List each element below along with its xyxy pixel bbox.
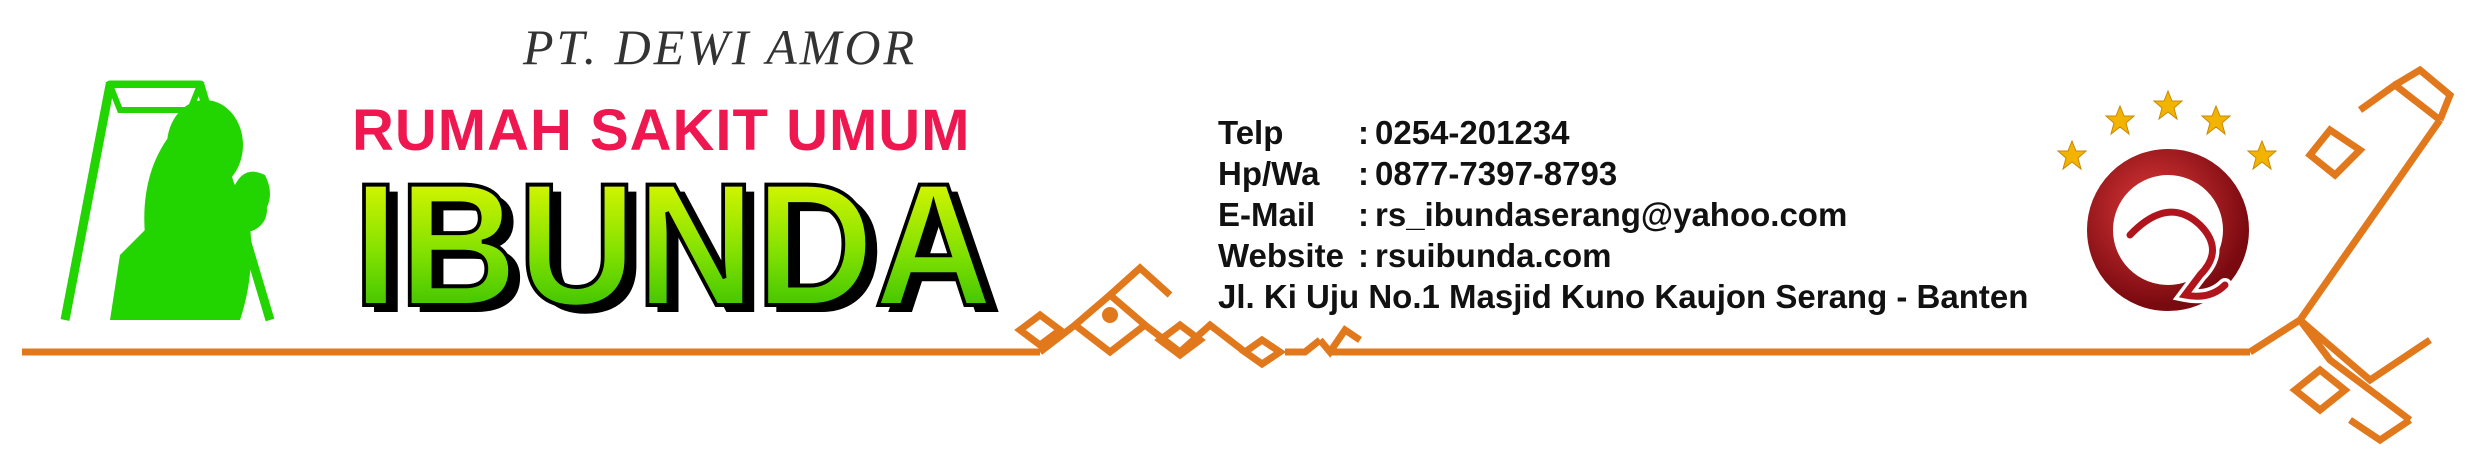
contact-label: E-Mail [1218, 196, 1316, 233]
contact-separator: : [1358, 114, 1369, 151]
contact-value: 0254-201234 [1375, 114, 1570, 151]
company-name: PT. DEWI AMOR [522, 19, 918, 75]
contact-separator: : [1358, 237, 1369, 274]
star-q-s-logo-icon [2057, 90, 2277, 311]
contact-label: Website [1218, 237, 1344, 274]
contact-separator: : [1358, 196, 1369, 233]
hospital-name-text: IBUNDA [353, 150, 993, 330]
contact-value: 0877-7397-8793 [1375, 155, 1618, 192]
hospital-type: RUMAH SAKIT UMUM [352, 98, 971, 163]
contact-value: rs_ibundaserang@yahoo.com [1375, 196, 1848, 233]
contact-row-website: Website : rsuibunda.com [1218, 235, 2028, 276]
contact-label: Hp/Wa [1218, 155, 1320, 192]
contact-block: Telp : 0254-201234 Hp/Wa : 0877-7397-879… [1218, 112, 2028, 317]
contact-row-whatsapp: Hp/Wa : 0877-7397-8793 [1218, 153, 2028, 194]
hospital-name-shadow: IBUNDA [363, 155, 1003, 330]
contact-separator: : [1358, 155, 1369, 192]
contact-row-email: E-Mail : rs_ibundaserang@yahoo.com [1218, 194, 2028, 235]
address: Jl. Ki Uju No.1 Masjid Kuno Kaujon Seran… [1218, 278, 2029, 315]
contact-label: Telp [1218, 114, 1284, 151]
mother-child-logo-icon [60, 80, 275, 322]
contact-value: rsuibunda.com [1375, 237, 1612, 274]
hospital-name: IBUNDA IBUNDA [351, 150, 1003, 330]
contact-row-phone: Telp : 0254-201234 [1218, 112, 2028, 153]
